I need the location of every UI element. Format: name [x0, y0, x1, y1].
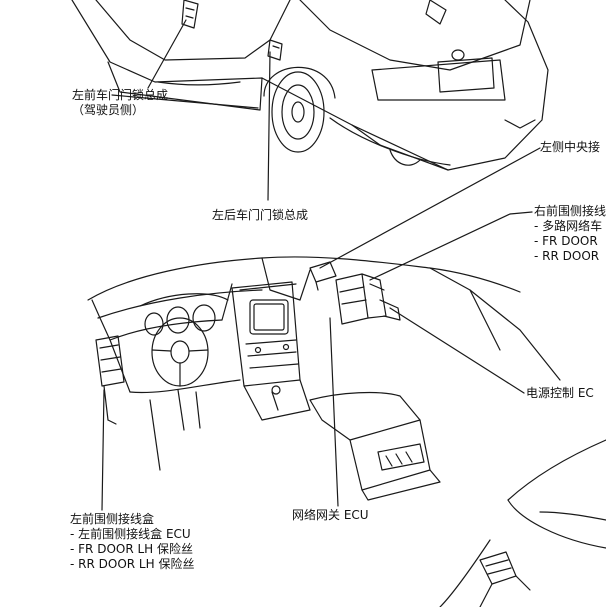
label-left-cowl-junction-line2: - 左前围侧接线盒 ECU [70, 527, 191, 541]
label-right-cowl-junction-line1: 右前围侧接线 [534, 204, 606, 218]
bottom-car-outline [439, 439, 606, 607]
center-stack [231, 281, 311, 421]
front-door-lock-part [181, 0, 199, 29]
label-left-cowl-junction-line1: 左前围侧接线盒 [70, 512, 155, 526]
label-front-door-lock-line2: （驾驶员侧） [72, 103, 145, 117]
rear-wheel [263, 66, 336, 153]
right-cowl-junction-block [335, 273, 401, 325]
left-cowl-junction-block [95, 335, 125, 425]
center-console [309, 391, 441, 501]
label-right-cowl-junction-line4: - RR DOOR [534, 249, 600, 263]
label-left-cowl-junction-line3: - FR DOOR LH 保险丝 [70, 542, 194, 556]
label-left-center-junction: 左侧中央接 [540, 140, 601, 154]
label-left-cowl-junction-line4: - RR DOOR LH 保险丝 [70, 557, 195, 571]
label-rear-door-lock: 左后车门门锁总成 [212, 208, 309, 222]
steering-wheel [151, 317, 209, 387]
label-left-cowl-junction: 左前围侧接线盒 - 左前围侧接线盒 ECU - FR DOOR LH 保险丝 -… [70, 512, 194, 572]
instrument-cluster [139, 293, 229, 336]
left-center-junction-part [309, 261, 337, 291]
label-power-control-ecu: 电源控制 EC [526, 386, 594, 400]
dashboard-outline [87, 256, 561, 394]
label-front-door-lock: 左前车门门锁总成 （驾驶员侧） [72, 88, 168, 118]
label-right-cowl-junction-line3: - FR DOOR [534, 234, 598, 248]
label-right-cowl-junction: 右前围侧接线 - 多路网络车 - FR DOOR - RR DOOR [534, 204, 606, 264]
label-right-cowl-junction-line2: - 多路网络车 [534, 219, 603, 233]
rear-door-lock-part [267, 39, 283, 61]
label-gateway-ecu: 网络网关 ECU [292, 508, 369, 522]
label-front-door-lock-line1: 左前车门门锁总成 [72, 88, 169, 102]
car-body-outline [71, 0, 549, 171]
bottom-junction-part [479, 551, 531, 607]
